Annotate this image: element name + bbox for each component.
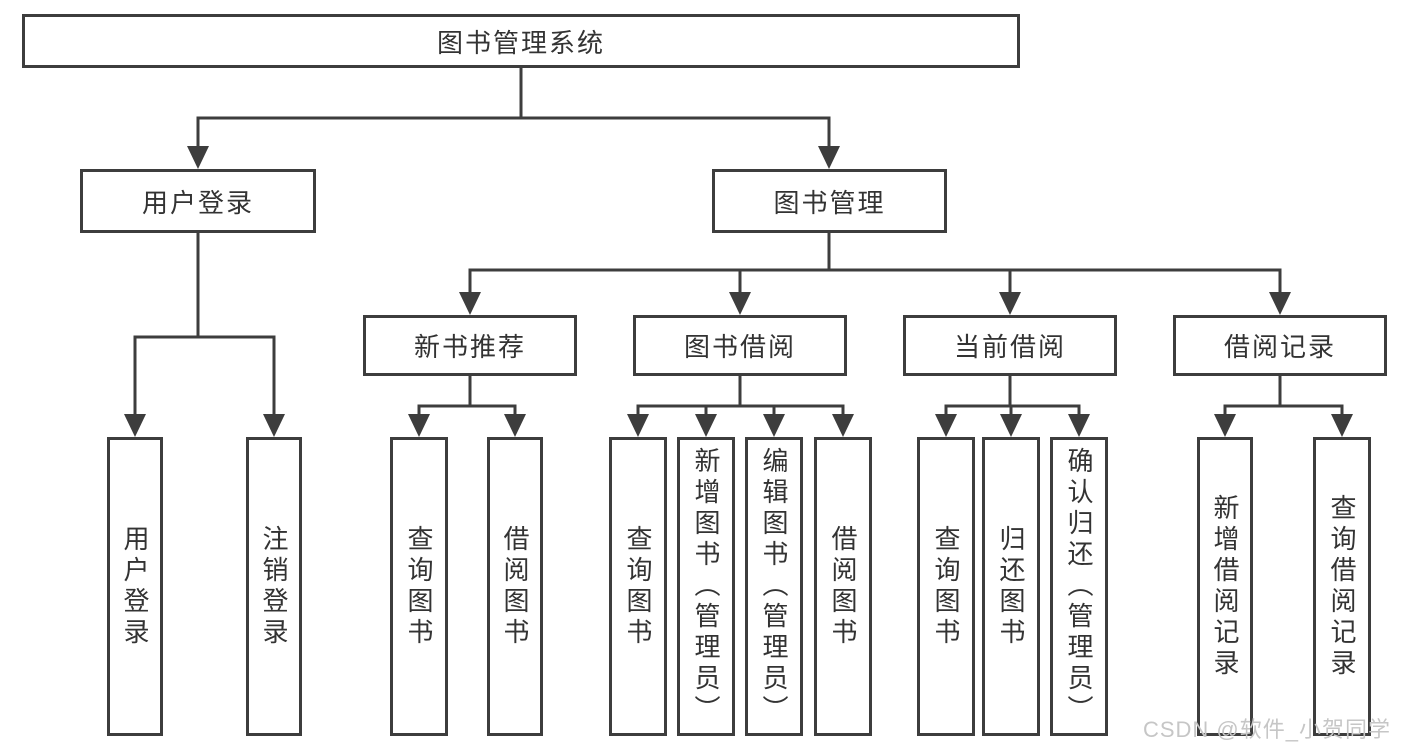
arrow-down-icon — [459, 292, 481, 315]
node-leaf-return-books: 归还图书 — [982, 437, 1040, 736]
connector-line — [636, 374, 845, 419]
node-book-management: 图书管理 — [712, 169, 947, 233]
node-leaf-borrowing-query-books: 查询图书 — [609, 437, 667, 736]
node-label: 借阅图书 — [828, 524, 858, 649]
node-label: 查询图书 — [623, 524, 653, 649]
node-library-management-system: 图书管理系统 — [22, 14, 1020, 68]
node-label: 新增图书（管理员） — [691, 447, 721, 726]
arrow-down-icon — [1068, 414, 1090, 437]
node-leaf-add-books-admin: 新增图书（管理员） — [677, 437, 735, 736]
node-leaf-add-borrow-record: 新增借阅记录 — [1197, 437, 1253, 736]
arrow-down-icon — [695, 414, 717, 437]
node-leaf-borrowing-borrow-books: 借阅图书 — [814, 437, 872, 736]
node-label: 注销登录 — [259, 524, 289, 649]
arrow-down-icon — [1269, 292, 1291, 315]
arrow-down-icon — [1000, 414, 1022, 437]
arrow-down-icon — [504, 414, 526, 437]
arrow-down-icon — [935, 414, 957, 437]
node-label: 图书借阅 — [683, 332, 796, 362]
arrow-down-icon — [818, 146, 840, 169]
arrow-down-icon — [263, 414, 285, 437]
arrow-down-icon — [627, 414, 649, 437]
connector-line — [944, 374, 1081, 419]
node-label: 新书推荐 — [413, 332, 526, 362]
node-leaf-recommend-borrow-books: 借阅图书 — [487, 437, 543, 736]
connector-line — [133, 231, 276, 418]
arrow-down-icon — [187, 146, 209, 169]
arrow-down-icon — [1331, 414, 1353, 437]
connector-line — [417, 374, 517, 419]
node-borrowing-records: 借阅记录 — [1173, 315, 1387, 376]
node-label: 图书管理 — [773, 187, 886, 218]
arrow-down-icon — [408, 414, 430, 437]
arrow-down-icon — [729, 292, 751, 315]
node-label: 查询借阅记录 — [1327, 493, 1357, 680]
node-label: 新增借阅记录 — [1210, 493, 1240, 680]
node-label: 当前借阅 — [953, 332, 1066, 362]
node-leaf-query-borrow-record: 查询借阅记录 — [1313, 437, 1371, 736]
node-label: 用户登录 — [120, 524, 150, 649]
node-leaf-current-query-books: 查询图书 — [917, 437, 975, 736]
node-label: 归还图书 — [996, 524, 1026, 649]
node-label: 借阅图书 — [500, 524, 530, 649]
node-leaf-user-login: 用户登录 — [107, 437, 163, 736]
node-label: 查询图书 — [404, 524, 434, 649]
arrow-down-icon — [763, 414, 785, 437]
node-label: 确认归还（管理员） — [1064, 447, 1094, 726]
node-label: 编辑图书（管理员） — [759, 447, 789, 726]
node-leaf-recommend-query-books: 查询图书 — [390, 437, 448, 736]
node-leaf-edit-books-admin: 编辑图书（管理员） — [745, 437, 803, 736]
node-leaf-confirm-return-admin: 确认归还（管理员） — [1050, 437, 1108, 736]
node-leaf-logout: 注销登录 — [246, 437, 302, 736]
node-label: 用户登录 — [141, 187, 254, 218]
node-label: 查询图书 — [931, 524, 961, 649]
arrow-down-icon — [124, 414, 146, 437]
arrow-down-icon — [1214, 414, 1236, 437]
csdn-watermark: CSDN @软件_小贺同学 — [1142, 717, 1391, 742]
arrow-down-icon — [999, 292, 1021, 315]
connector-line — [196, 64, 831, 151]
arrow-down-icon — [832, 414, 854, 437]
node-label: 图书管理系统 — [436, 27, 605, 58]
node-current-borrowing: 当前借阅 — [903, 315, 1117, 376]
node-user-login: 用户登录 — [80, 169, 316, 233]
node-label: 借阅记录 — [1223, 332, 1336, 362]
node-new-book-recommendation: 新书推荐 — [363, 315, 577, 376]
node-book-borrowing: 图书借阅 — [633, 315, 847, 376]
connector-line — [1223, 374, 1344, 419]
connector-line — [468, 231, 1282, 295]
